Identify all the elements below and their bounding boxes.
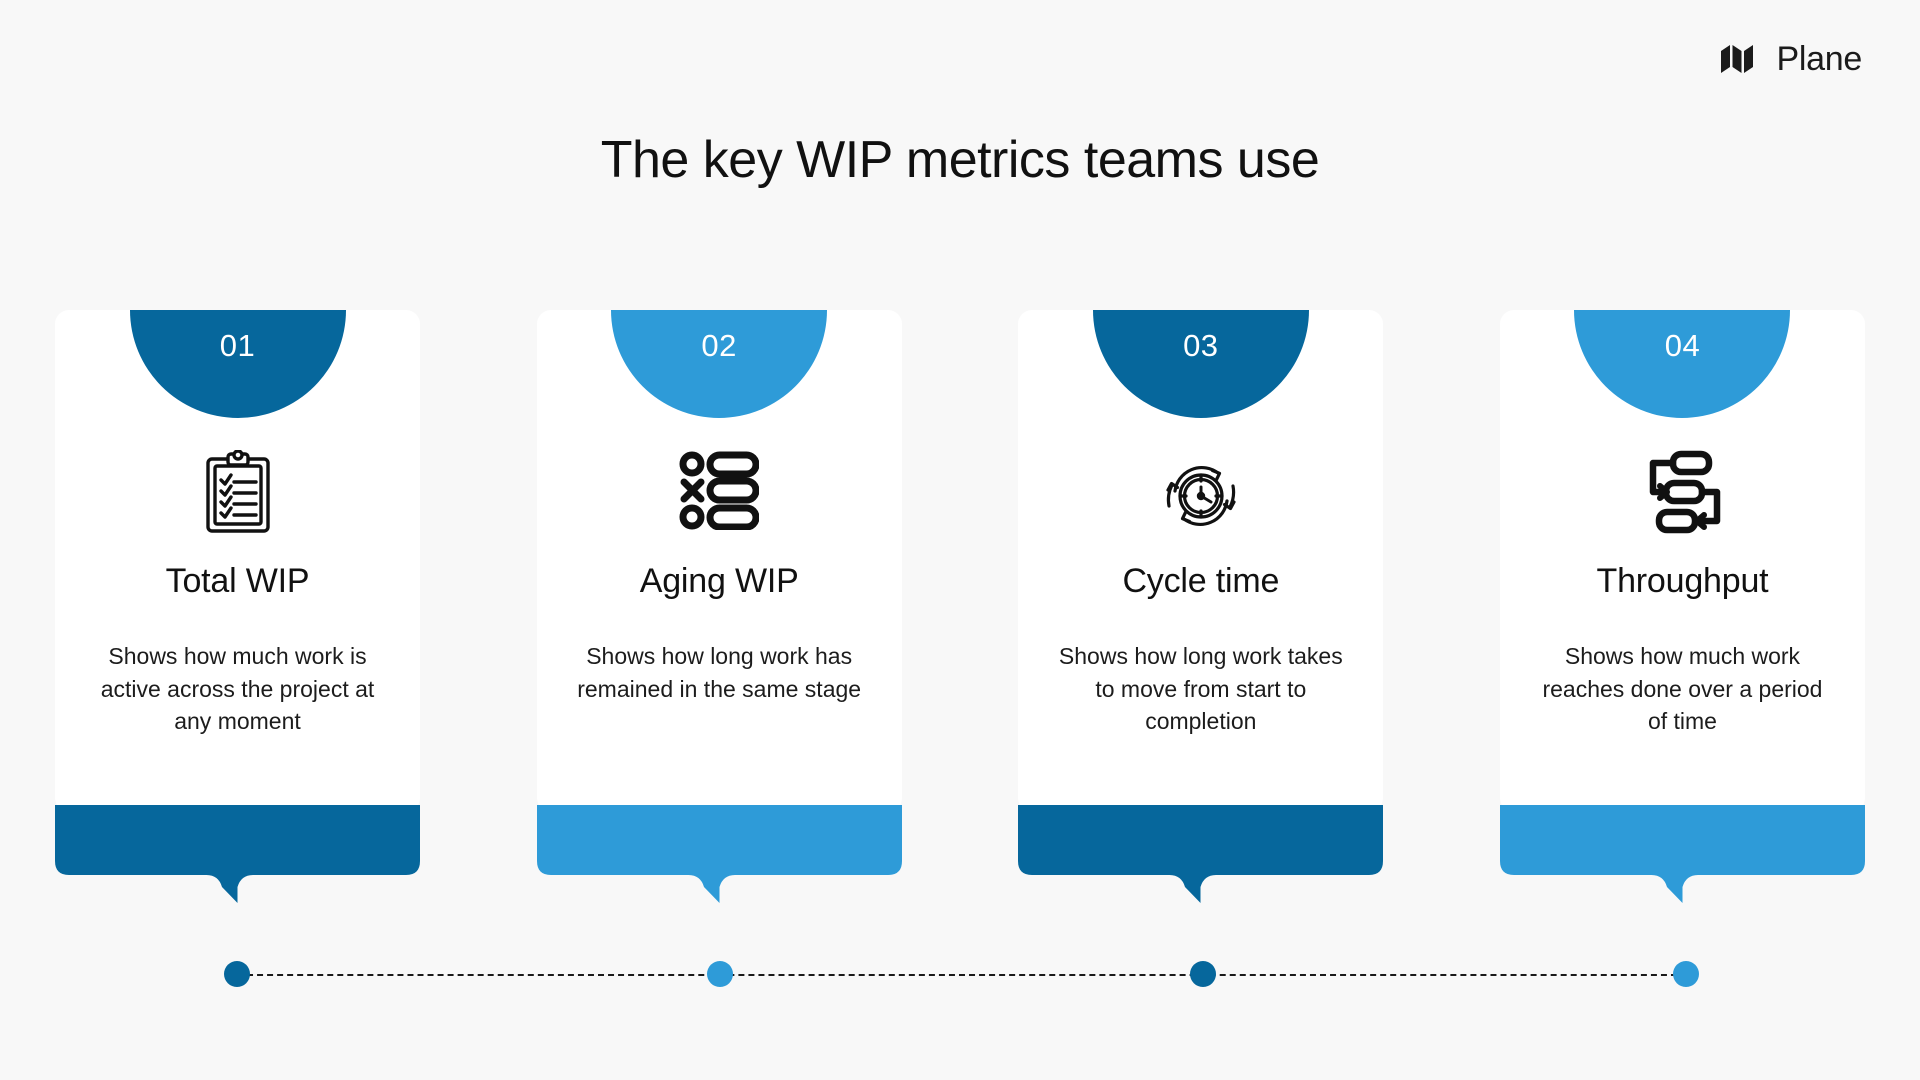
card-body: 03	[1018, 310, 1384, 812]
metric-card-1[interactable]: 01 Total WIP Shows how much wor	[55, 310, 420, 910]
card-body: 04 Throughput Shows how much work reache…	[1499, 310, 1865, 812]
card-description: Shows how long work takes to move from s…	[1058, 643, 1343, 735]
card-number-badge: 02	[611, 310, 828, 418]
clock-cycle-arrows-icon	[1018, 450, 1383, 542]
card-title: Aging WIP	[639, 562, 799, 600]
card-number: 01	[219, 328, 256, 363]
task-list-status-icon	[537, 450, 902, 530]
timeline	[0, 955, 1920, 995]
card-body: 02 Aging WIP Shows how long work has rem…	[536, 310, 902, 812]
card-number-badge: 04	[1574, 310, 1791, 418]
card-number-badge: 01	[129, 310, 346, 418]
card-body: 01 Total WIP Shows how much wor	[55, 310, 420, 812]
timeline-dashed-line	[237, 974, 1687, 976]
metric-card-2[interactable]: 02 Aging WIP Shows how long work has rem…	[536, 310, 902, 910]
timeline-dot-1[interactable]	[224, 961, 250, 987]
workflow-flowchart-icon	[1500, 450, 1865, 534]
card-ribbon	[55, 805, 420, 910]
plane-logo-mark-icon	[1719, 43, 1765, 75]
card-description: Shows how much work reaches done over a …	[1542, 643, 1823, 735]
card-ribbon	[1018, 805, 1384, 910]
clipboard-checklist-icon	[55, 450, 420, 536]
brand-logo: Plane	[1719, 42, 1862, 76]
card-description: Shows how long work has remained in the …	[577, 643, 862, 702]
card-title: Cycle time	[1122, 562, 1280, 600]
timeline-dot-3[interactable]	[1190, 961, 1216, 987]
card-title: Total WIP	[165, 562, 310, 600]
page-title: The key WIP metrics teams use	[600, 131, 1320, 189]
card-title: Throughput	[1596, 562, 1769, 600]
card-ribbon	[1499, 805, 1865, 910]
brand-name: Plane	[1776, 40, 1863, 78]
card-ribbon	[536, 805, 902, 910]
card-number: 03	[1183, 328, 1219, 363]
timeline-dot-4[interactable]	[1673, 961, 1699, 987]
card-number-badge: 03	[1092, 310, 1309, 418]
card-description: Shows how much work is active across the…	[100, 643, 375, 735]
card-number: 04	[1664, 328, 1701, 363]
metric-card-4[interactable]: 04 Throughput Shows how much work reache…	[1499, 310, 1865, 910]
timeline-dot-2[interactable]	[707, 961, 733, 987]
metric-cards-row: 01 Total WIP Shows how much wor	[55, 310, 1865, 910]
metric-card-3[interactable]: 03	[1018, 310, 1384, 910]
card-number: 02	[701, 328, 737, 363]
